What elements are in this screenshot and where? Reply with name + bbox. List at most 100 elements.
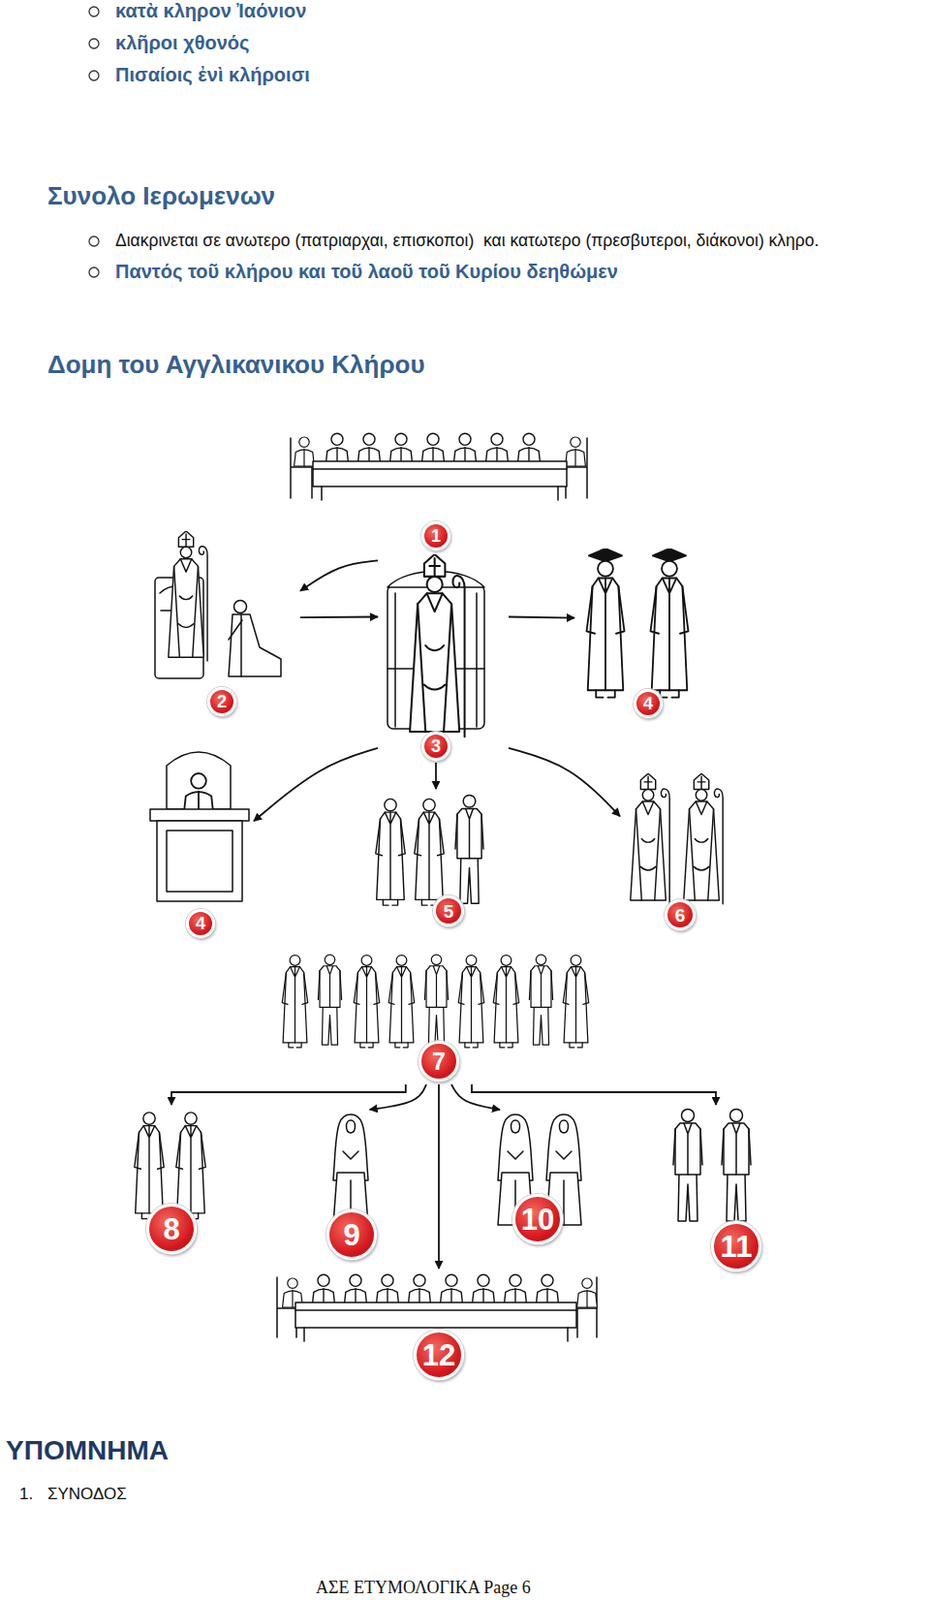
bishops-figure <box>630 773 723 904</box>
callout-number: 7 <box>432 1049 446 1074</box>
bishop-figure <box>630 773 670 904</box>
flow-arrow <box>437 1084 440 1269</box>
pulpit-box <box>156 820 243 901</box>
lay-figure <box>721 1109 751 1222</box>
clergy-group-figure <box>375 794 484 905</box>
kneeling-head <box>234 600 248 614</box>
robed-figure <box>176 1112 206 1219</box>
bullet <box>89 236 99 247</box>
callout-number: 3 <box>431 737 441 755</box>
bullet-text: κλῆροι χθονός <box>115 31 249 55</box>
kneeling-lines <box>228 614 243 677</box>
robed-figure <box>281 955 308 1048</box>
nuns-figure <box>497 1114 582 1225</box>
robed-figure <box>353 955 379 1048</box>
bullet-text: κατὰ κληρον Ἰαόνιον <box>115 0 307 23</box>
laymen-figure <box>673 1109 751 1222</box>
callout-circle: 11 <box>711 1220 762 1271</box>
figure-group: 7 <box>273 946 605 1085</box>
figure-group: 11 <box>664 1104 768 1275</box>
academic-figure <box>587 548 625 698</box>
robed-figure <box>375 798 405 905</box>
callout-circle: 4 <box>186 908 216 938</box>
flow-arrow <box>508 617 575 619</box>
figure-group: 5 <box>368 788 504 930</box>
bullet <box>89 70 99 81</box>
bullet-text: Παντός τοῦ κλήρου και τοῦ λαοῦ τοῦ Κυρίο… <box>115 260 619 283</box>
assembly-figure <box>277 1273 597 1341</box>
seated-figure <box>577 1277 598 1307</box>
kneeling-figure <box>228 614 281 677</box>
bullet-text: Πισαίοις ἐνὶ κλήροισι <box>115 63 310 87</box>
callout-circle: 10 <box>512 1193 563 1244</box>
bullet-text: Διακρινεται σε ανωτερο (πατριαρχαι, επισ… <box>115 230 819 250</box>
lay-figure <box>455 794 484 903</box>
academics-figure <box>587 548 689 698</box>
figure-group: 8 <box>124 1104 219 1258</box>
table-lines <box>312 468 567 500</box>
callout-circle: 6 <box>664 899 696 930</box>
flow-arrow <box>451 1084 500 1110</box>
nun-figure <box>333 1114 369 1225</box>
chairs <box>290 437 588 498</box>
section-heading: Συνολο Ιερωμενων <box>47 182 276 212</box>
synod-figure <box>290 433 588 500</box>
legend-text: ΣΥΝΟΔΟΣ <box>47 1484 127 1504</box>
callout-number: 4 <box>643 694 653 713</box>
flow-arrow <box>300 559 378 590</box>
robed-figure <box>562 955 589 1048</box>
figure-group: 9 <box>321 1109 382 1263</box>
archbishop-figure <box>387 554 485 737</box>
lay-figure <box>317 954 341 1045</box>
callout-number: 8 <box>162 1213 180 1244</box>
figure-group: 1 <box>298 426 580 553</box>
bullets <box>89 6 99 278</box>
bishop-figure <box>409 554 465 737</box>
desk-ledge <box>150 808 249 821</box>
callout-circle: 7 <box>418 1040 460 1082</box>
callout-circle: 1 <box>421 521 451 551</box>
priests-figure <box>134 1112 206 1219</box>
table <box>312 461 567 487</box>
robed-figure <box>493 955 519 1048</box>
seated-figure <box>294 436 315 466</box>
callout-number: 10 <box>521 1204 555 1235</box>
lay-figure <box>528 954 553 1045</box>
callout-number: 4 <box>195 914 206 932</box>
callout-circle: 3 <box>421 731 451 761</box>
flow-arrow <box>171 1084 406 1105</box>
legend-number: 1. <box>19 1484 33 1504</box>
callout-number: 12 <box>422 1339 456 1370</box>
callout-number: 2 <box>217 692 227 711</box>
page-footer: ΑΣΕ ΕΤΥΜΟΛΟΓΙΚΑ Page 6 <box>315 1577 531 1598</box>
judge-figure <box>150 751 249 901</box>
bishop-figure <box>168 530 208 661</box>
nun-figure <box>546 1114 582 1225</box>
callout-circle: 9 <box>326 1209 377 1260</box>
robed-figure <box>458 955 484 1048</box>
bishop-figure <box>683 773 723 904</box>
legend-heading: ΥΠΟΜΝΗΜΑ <box>5 1434 169 1466</box>
figure-group: 2 <box>150 527 301 718</box>
diagram-title: Δομη του Αγγλικανικου Κλήρου <box>47 350 426 380</box>
table-lines <box>295 1309 577 1341</box>
lay-figure <box>424 954 448 1045</box>
callout-number: 5 <box>443 901 455 921</box>
bullet <box>89 267 99 278</box>
figure-group: 3 <box>377 554 509 763</box>
seated-figure <box>565 436 587 466</box>
robed-figure <box>414 798 444 905</box>
callout-circle: 8 <box>146 1203 197 1254</box>
flow-arrow <box>300 616 378 619</box>
table <box>295 1302 577 1328</box>
consecration-figure <box>155 530 281 679</box>
figure-group: 6 <box>620 773 739 932</box>
lay-figure <box>673 1109 703 1222</box>
flow-arrow <box>253 747 378 821</box>
figure-group: 4 <box>145 747 254 940</box>
callout-circle: 2 <box>207 686 237 716</box>
